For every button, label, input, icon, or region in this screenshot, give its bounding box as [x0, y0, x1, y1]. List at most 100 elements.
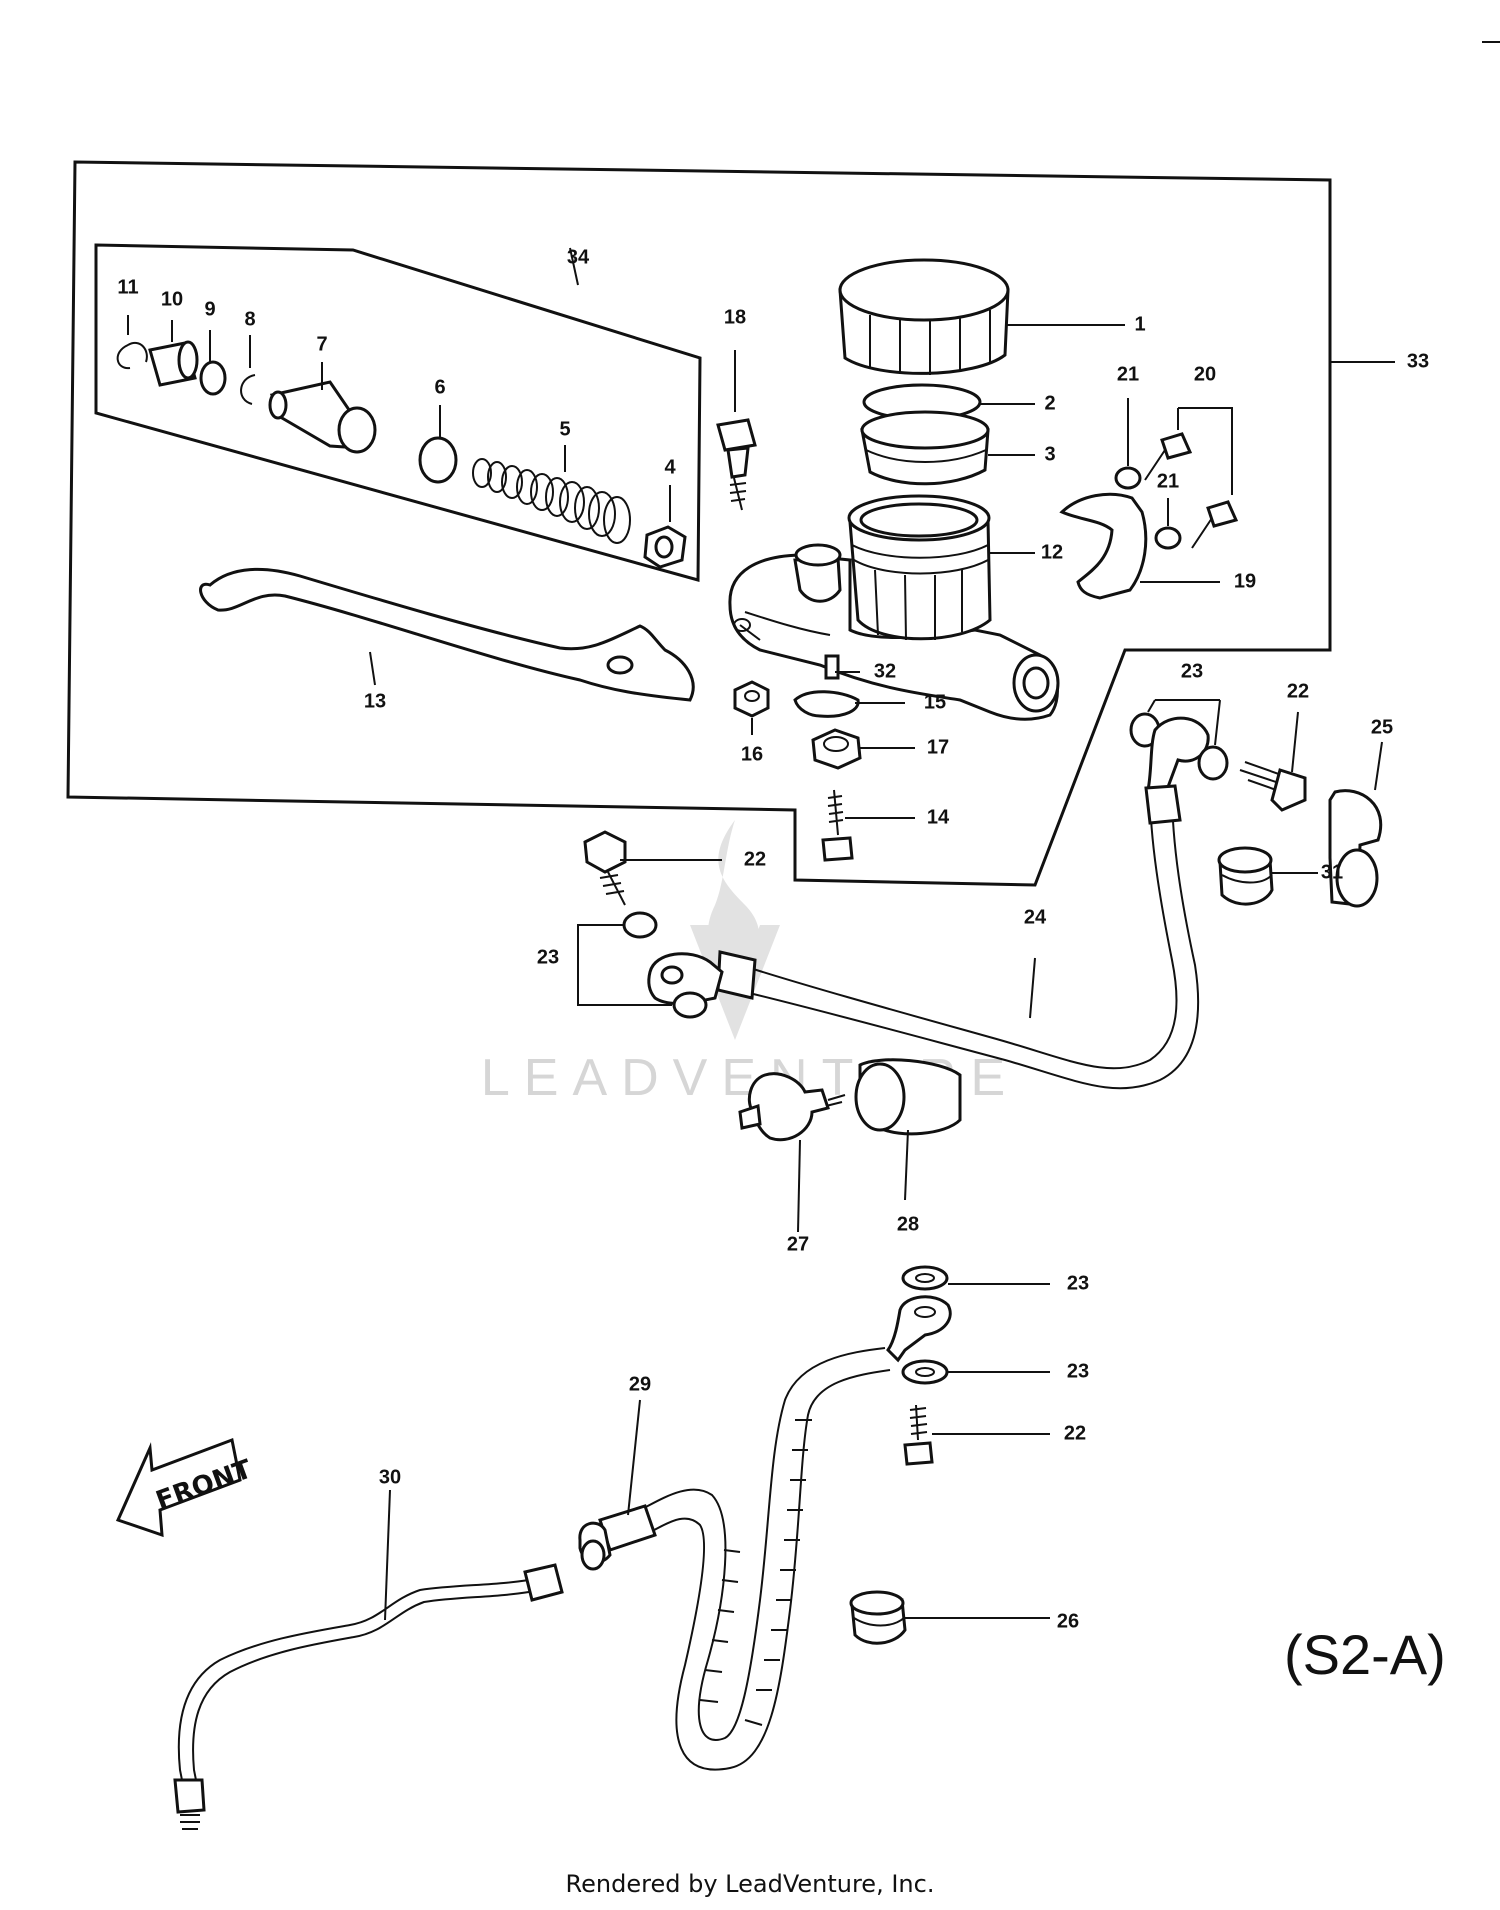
hose-part-24-outline [744, 789, 1200, 1090]
washer-part-23-upper-b [1197, 745, 1229, 781]
grommet-part-31 [1217, 846, 1274, 906]
retainer-part-8 [240, 374, 256, 405]
callout-23a: 23 [1181, 660, 1203, 682]
callout-23d: 23 [1067, 1360, 1089, 1382]
washer-part-23-lower-b [672, 991, 708, 1019]
callout-16: 16 [741, 743, 763, 765]
pin-part-32 [824, 654, 840, 680]
watermark-flame-icon [707, 820, 760, 990]
callout-25: 25 [1371, 716, 1393, 738]
callout-5: 5 [559, 418, 570, 440]
callout-1: 1 [1134, 313, 1145, 335]
kit-34-boundary [94, 243, 702, 582]
callout-13: 13 [364, 690, 386, 712]
cover-part-28 [854, 1058, 962, 1136]
watermark-v-icon [690, 925, 780, 1040]
callout-11: 11 [117, 276, 138, 298]
washer-part-21a [1114, 466, 1142, 490]
boot-opening [1335, 848, 1379, 908]
clamp-part-19 [1059, 492, 1148, 600]
callout-17: 17 [927, 736, 949, 758]
pipe-part-30 [177, 1577, 541, 1781]
callout-26: 26 [1057, 1610, 1079, 1632]
hose-part-29-texture [699, 1419, 812, 1726]
callout-34: 34 [567, 246, 590, 268]
callout-27: 27 [787, 1233, 809, 1255]
callout-7: 7 [316, 333, 327, 355]
pipe-part-30-outline [192, 1589, 541, 1781]
pipe-part-30-fitting-top [523, 1563, 564, 1602]
hose-part-24-end-upper [1144, 784, 1182, 825]
callout-21a: 21 [1117, 363, 1139, 385]
hose-part-24 [749, 789, 1178, 1070]
banjo-part-29-end [886, 1295, 952, 1363]
bolt-part-22-bottom [903, 1404, 934, 1466]
assembly-33-boundary [66, 160, 1332, 887]
master-cylinder-part-12 [728, 494, 1060, 721]
leader-lines [127, 247, 1395, 1621]
callout-3: 3 [1044, 443, 1055, 465]
hose-part-29-outline [649, 1369, 891, 1771]
spring-part-5 [472, 458, 631, 544]
rendered-by-credit: Rendered by LeadVenture, Inc. [565, 1870, 935, 1898]
nut-part-16 [733, 680, 770, 718]
callout-22c: 22 [1064, 1422, 1086, 1444]
cup-part-10 [148, 340, 199, 387]
callout-9: 9 [204, 298, 215, 320]
callout-29: 29 [629, 1373, 651, 1395]
callout-22b: 22 [744, 848, 766, 870]
washer-part-23-lower-a [622, 911, 658, 939]
callout-10: 10 [161, 288, 183, 310]
clip-part-9 [199, 360, 227, 396]
banjo-lower-hole [660, 965, 684, 985]
callout-28: 28 [897, 1213, 919, 1235]
washer-part-23-mid-hole-a [915, 1273, 935, 1283]
callout-4: 4 [664, 456, 676, 478]
diaphragm-part-3 [860, 410, 990, 486]
hose-part-24-end-lower [716, 950, 757, 1000]
callout-23c: 23 [1067, 1272, 1089, 1294]
bolt-part-18 [716, 418, 757, 511]
callout-31: 31 [1321, 861, 1343, 883]
bolt-part-22-lower [583, 830, 627, 906]
callout-14: 14 [927, 806, 950, 828]
hose-part-29 [639, 1347, 886, 1741]
piston-part-7 [268, 380, 377, 454]
pipe-part-30-fitting-bottom [173, 1778, 206, 1814]
callout-labels: 1 2 3 4 5 6 7 8 9 10 11 12 13 14 15 16 1… [117, 246, 1429, 1632]
hose-part-29-port [580, 1539, 606, 1571]
callout-15: 15 [924, 691, 946, 713]
switch-part-27 [738, 1072, 846, 1142]
pipe-part-30-thread-bottom [180, 1814, 200, 1830]
callout-21b: 21 [1157, 470, 1179, 492]
seal-part-6 [418, 436, 458, 484]
washer-part-23-mid-a [901, 1265, 949, 1291]
front-arrow: FRONT [115, 1437, 256, 1538]
circlip-part-11 [116, 342, 148, 370]
callout-24: 24 [1024, 906, 1047, 928]
washer-part-21b [1154, 526, 1182, 550]
washer-part-23-mid-b [901, 1359, 949, 1385]
plate-part-15 [793, 690, 860, 718]
callout-23b: 23 [537, 946, 559, 968]
grommet-part-26 [849, 1590, 907, 1645]
callout-18: 18 [724, 306, 746, 328]
bolt-part-14 [821, 789, 854, 862]
callout-22a: 22 [1287, 680, 1309, 702]
callout-33: 33 [1407, 350, 1429, 372]
callout-20: 20 [1194, 363, 1216, 385]
washer-part-23-mid-hole-b [915, 1367, 935, 1377]
bolts-part-20 [1144, 432, 1239, 549]
diagram-code: (S2-A) [1284, 1623, 1446, 1686]
nut-part-4 [643, 525, 687, 569]
lever-pivot-hole [606, 655, 634, 675]
callout-8: 8 [244, 308, 255, 330]
callout-2: 2 [1044, 392, 1055, 414]
nut-part-17 [811, 728, 862, 770]
reservoir-cap-part-1 [838, 258, 1010, 375]
banjo-hole-part-29 [914, 1306, 936, 1318]
callout-12: 12 [1041, 541, 1063, 563]
callout-32: 32 [874, 660, 896, 682]
lever-part-13 [199, 567, 695, 702]
